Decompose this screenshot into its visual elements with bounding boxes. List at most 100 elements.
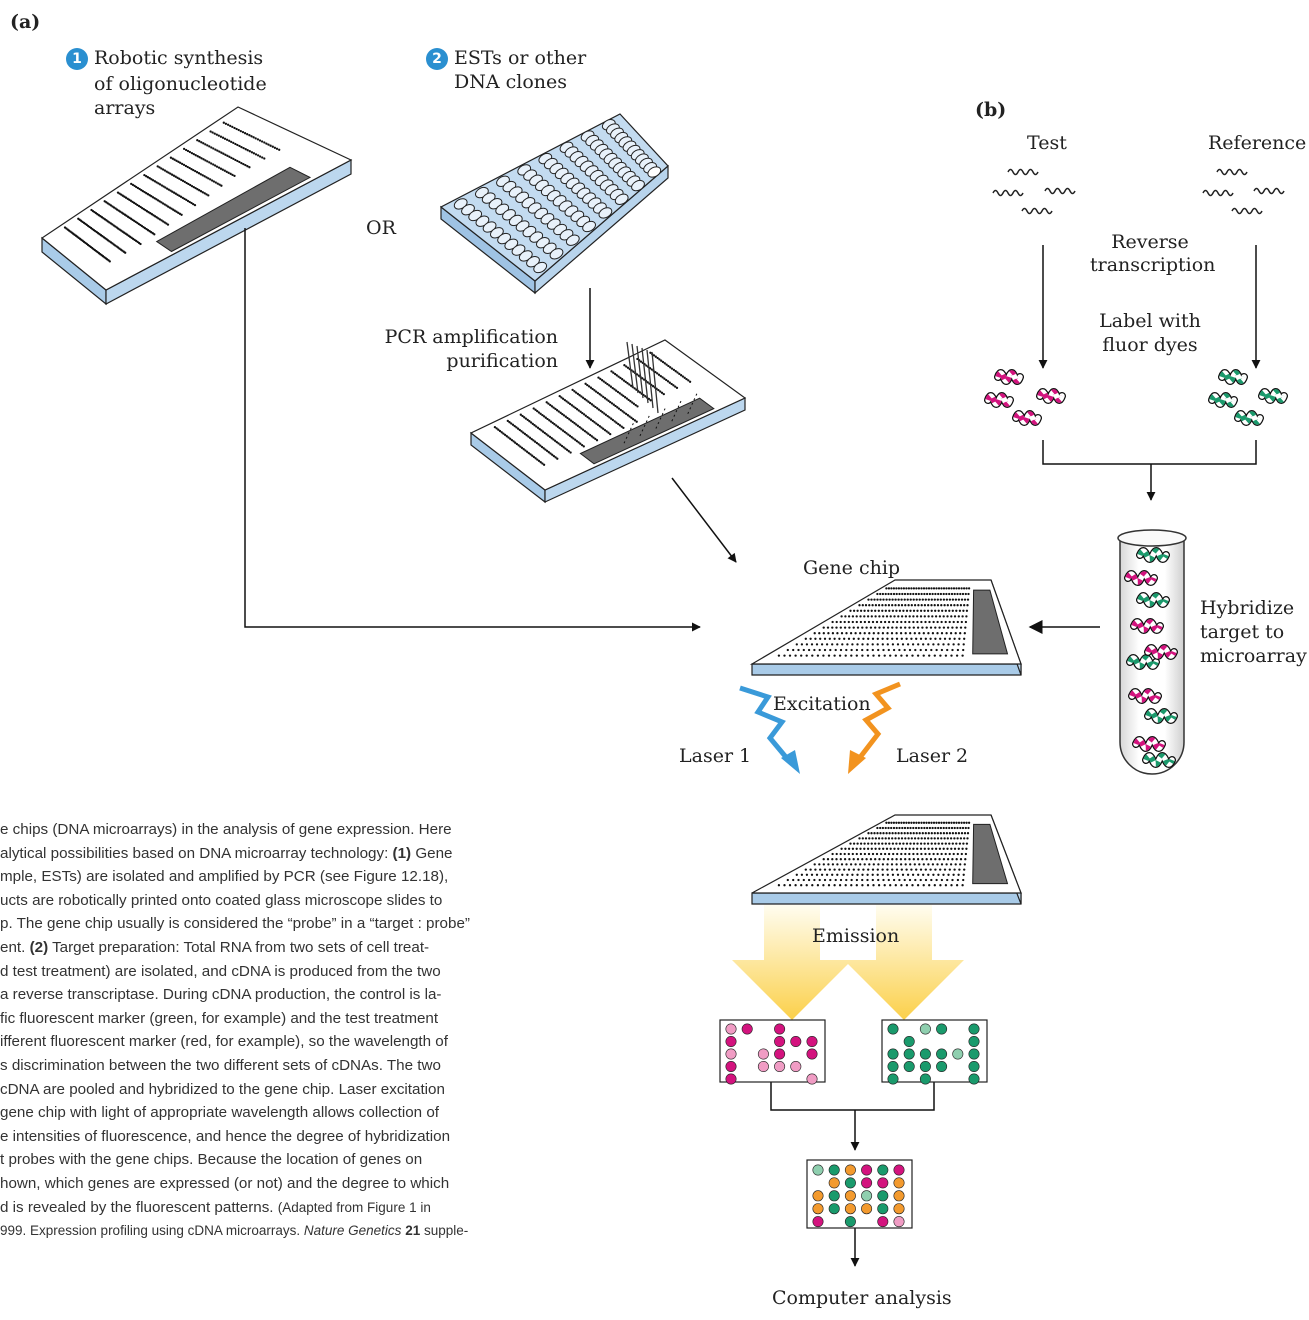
spot (603, 428, 607, 432)
spot (843, 868, 846, 871)
spot (586, 415, 589, 419)
spot (833, 868, 836, 871)
spot (839, 648, 843, 652)
result-spot (893, 1164, 905, 1176)
spot (165, 170, 168, 173)
spot (237, 128, 240, 132)
step-1-badge: 1 (66, 48, 88, 70)
spot (615, 421, 618, 424)
spot (604, 413, 608, 416)
spot (945, 826, 948, 830)
spot (241, 130, 245, 134)
spot (947, 873, 950, 876)
spot (863, 609, 866, 612)
spot (886, 868, 889, 871)
spot (939, 826, 943, 830)
spot (109, 204, 113, 207)
spot (931, 863, 935, 866)
spot (905, 654, 909, 657)
spot (506, 419, 509, 423)
spot (920, 620, 923, 624)
spot (876, 592, 879, 596)
spot (565, 400, 568, 403)
spot (881, 637, 884, 640)
spot (950, 847, 953, 850)
spot (856, 873, 859, 876)
spot (839, 620, 842, 624)
spot (889, 847, 892, 850)
spot (613, 372, 617, 376)
spot (877, 604, 881, 607)
spot (937, 643, 940, 646)
spot (855, 847, 858, 850)
spot (923, 847, 926, 850)
spot (198, 189, 201, 192)
spot (175, 210, 178, 213)
spot (638, 391, 642, 394)
spot (851, 852, 854, 856)
spot (964, 858, 967, 861)
spot (617, 422, 620, 426)
spot (596, 391, 600, 395)
spot (891, 609, 895, 612)
spot (955, 609, 958, 612)
result-spot (757, 1048, 769, 1060)
spot (883, 852, 887, 856)
spot (160, 201, 163, 204)
result-spot (774, 1036, 786, 1048)
spot (495, 427, 498, 430)
spot (892, 878, 896, 882)
emission-arrow-left (732, 905, 852, 1020)
spot (530, 437, 533, 441)
spot (656, 356, 659, 360)
spot (675, 386, 679, 390)
spot (556, 425, 560, 428)
spot (599, 409, 602, 413)
spot (544, 448, 547, 451)
spot (922, 873, 925, 876)
spot (920, 821, 923, 824)
spot (932, 620, 935, 624)
spot (825, 643, 829, 646)
spot (807, 648, 811, 652)
spot (176, 193, 179, 196)
spot (537, 411, 541, 414)
spot (540, 429, 543, 432)
result-spot (968, 1048, 980, 1060)
spot (924, 878, 928, 882)
spot (836, 863, 839, 866)
spot (897, 821, 901, 824)
spot (642, 378, 646, 381)
spot (888, 609, 891, 612)
spot (951, 842, 954, 845)
spot (886, 626, 890, 629)
spot (955, 587, 958, 590)
caption-line: e intensities of fluorescence, and hence… (0, 1127, 451, 1145)
spot (921, 598, 924, 601)
spot (224, 153, 227, 156)
spot (827, 654, 831, 657)
spot (931, 592, 934, 596)
spot (565, 432, 568, 435)
spot (966, 837, 969, 840)
spot (909, 598, 912, 601)
spot (263, 141, 266, 144)
spot (633, 387, 636, 390)
spot (946, 847, 949, 850)
spot (925, 826, 929, 830)
spot (891, 626, 894, 629)
spot (936, 832, 939, 835)
spot (840, 615, 843, 618)
spot (877, 609, 880, 612)
spot (525, 434, 528, 437)
spot (534, 408, 537, 411)
pin (631, 343, 639, 394)
spot (165, 187, 169, 190)
spot (930, 598, 933, 601)
spot (792, 648, 795, 652)
result-spot (844, 1177, 856, 1189)
spot (889, 615, 892, 618)
spot (511, 423, 515, 426)
result-spot (741, 1023, 753, 1035)
spot (892, 587, 896, 590)
